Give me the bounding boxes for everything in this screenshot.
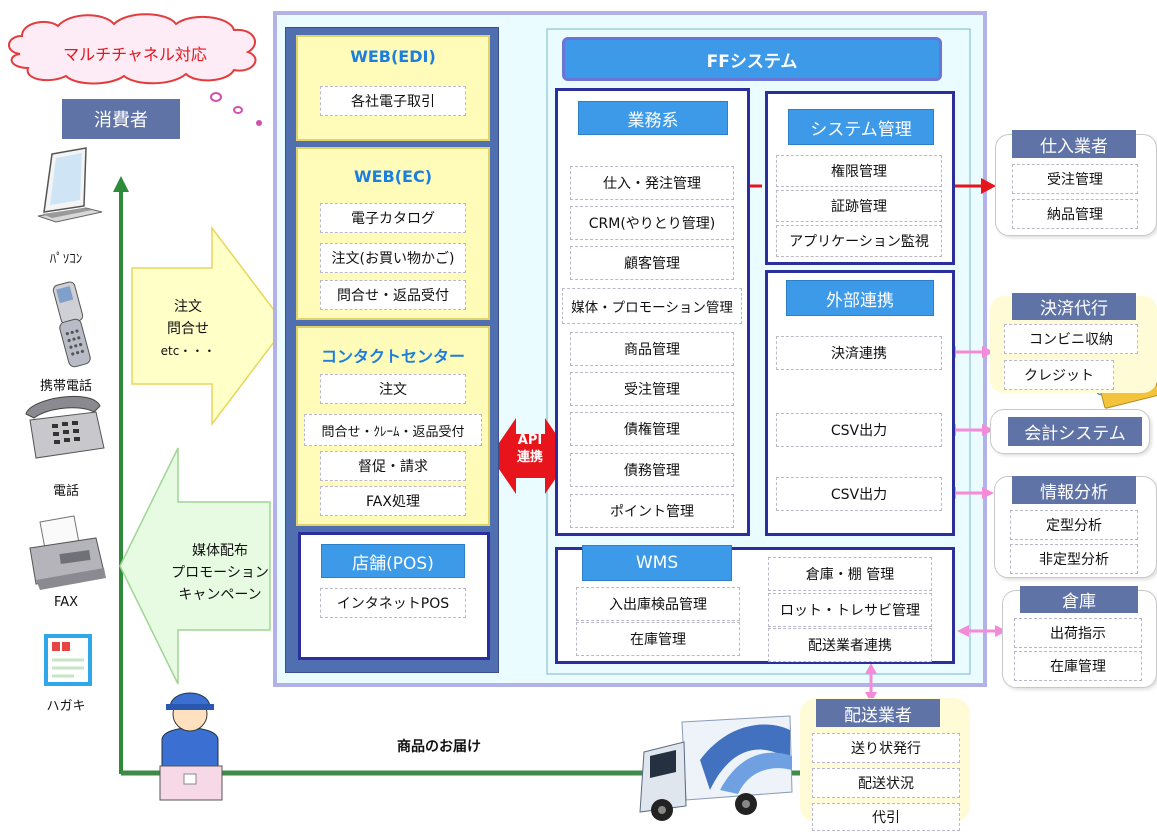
outbound-line: 媒体配布 — [192, 543, 248, 559]
contact-item-order: 注文 — [320, 374, 466, 404]
carrier-item-cod: 代引 — [812, 803, 960, 831]
pc-icon — [37, 147, 103, 223]
truck-icon — [639, 715, 793, 821]
accounting-title: 会計システム — [1008, 417, 1142, 446]
warehouse-title: 倉庫 — [1020, 586, 1138, 613]
contact-item-claims: 問合せ・ｸﾚｰﾑ・返品受付 — [304, 414, 482, 446]
pos-item-internet-pos: インタネットPOS — [320, 588, 466, 618]
warehouse-item-inventory: 在庫管理 — [1014, 651, 1142, 681]
business-item-crm: CRM(やりとり管理) — [570, 206, 734, 240]
pc-label: ﾊﾟｿｺﾝ — [49, 252, 83, 267]
business-item-product: 商品管理 — [570, 332, 734, 366]
cloud-label: マルチチャネル対応 — [63, 45, 207, 64]
wms-title: WMS — [582, 545, 732, 581]
business-item-promotion: 媒体・プロモーション管理 — [562, 288, 742, 324]
inbound-arrow — [131, 225, 287, 427]
warehouse-item-shipping: 出荷指示 — [1014, 618, 1142, 648]
api-label-line: API — [517, 433, 543, 448]
outbound-arrow-text: 媒体配布 プロモーション キャンペーン — [164, 540, 276, 606]
fax-label: FAX — [53, 595, 79, 610]
wms-item-inventory: 在庫管理 — [576, 622, 740, 656]
api-label: API 連携 — [510, 432, 550, 466]
contact-center-title: コンタクトセンター — [320, 347, 465, 366]
business-item-points: ポイント管理 — [570, 494, 734, 528]
payment-item-credit: クレジット — [1004, 360, 1114, 390]
external-item-csv-analysis: CSV出力 — [776, 477, 942, 511]
pink-connectors — [865, 346, 1007, 703]
api-arrow — [490, 418, 571, 494]
cloud-shape — [8, 13, 262, 126]
system-admin-title: システム管理 — [788, 109, 934, 145]
inbound-line: 問合せ — [167, 321, 209, 337]
outbound-arrow — [119, 447, 271, 685]
ff-system-title: FFシステム — [562, 37, 942, 81]
api-label-line: 連携 — [516, 450, 543, 465]
business-item-receivable: 債権管理 — [570, 412, 734, 446]
sysadmin-item-permissions: 権限管理 — [776, 155, 942, 187]
inbound-line: etc・・・ — [160, 344, 216, 358]
postcard-label: ハガキ — [46, 699, 86, 714]
supplier-item-orders: 受注管理 — [1012, 164, 1138, 194]
mobile-phone-icon — [52, 281, 91, 368]
carrier-item-status: 配送状況 — [812, 768, 960, 798]
wms-item-inbound-inspection: 入出庫検品管理 — [576, 587, 740, 621]
delivery-arrowhead — [113, 176, 129, 192]
carrier-item-waybill: 送り状発行 — [812, 733, 960, 763]
edi-item-electronic-trade: 各社電子取引 — [320, 86, 466, 116]
business-item-order: 受注管理 — [570, 372, 734, 406]
sysadmin-item-app-monitor: アプリケーション監視 — [776, 225, 942, 257]
outbound-line: プロモーション — [171, 565, 269, 581]
outbound-line: キャンペーン — [178, 587, 262, 603]
pos-title: 店舗(POS) — [321, 544, 465, 578]
ec-item-cart: 注文(お買い物かご) — [320, 243, 466, 273]
business-item-payable: 債務管理 — [570, 453, 734, 487]
inbound-arrow-text: 注文 問合せ etc・・・ — [134, 296, 242, 362]
payment-agent-title: 決済代行 — [1012, 293, 1136, 320]
wms-item-carrier-link: 配送業者連携 — [768, 628, 932, 662]
inbound-line: 注文 — [174, 299, 202, 315]
wms-item-lot-trace: ロット・トレサビ管理 — [768, 593, 932, 627]
wms-item-shelf: 倉庫・棚 管理 — [768, 557, 932, 591]
analysis-item-standard: 定型分析 — [1010, 510, 1138, 540]
delivery-label: 商品のお届け — [397, 739, 481, 755]
web-edi-title: WEB(EDI) — [350, 46, 436, 66]
sysadmin-item-audit: 証跡管理 — [776, 190, 942, 222]
fax-icon — [29, 515, 106, 590]
business-item-purchase: 仕入・発注管理 — [570, 166, 734, 200]
delivery-person-icon — [159, 692, 223, 801]
business-title: 業務系 — [578, 101, 728, 135]
external-item-csv-accounting: CSV出力 — [776, 413, 942, 447]
payment-item-convenience: コンビニ収納 — [1004, 324, 1138, 354]
web-ec-title: WEB(EC) — [353, 166, 433, 186]
carrier-title: 配送業者 — [816, 699, 940, 727]
business-item-customer: 顧客管理 — [570, 246, 734, 280]
mobile-phone-label: 携帯電話 — [39, 379, 92, 394]
contact-item-fax: FAX処理 — [320, 486, 466, 516]
telephone-icon — [25, 395, 105, 459]
supplier-item-delivery: 納品管理 — [1012, 199, 1138, 229]
analysis-item-adhoc: 非定型分析 — [1010, 544, 1138, 574]
consumer-title: 消費者 — [62, 99, 180, 139]
postcard-icon — [44, 634, 92, 686]
analysis-title: 情報分析 — [1012, 476, 1136, 504]
telephone-label: 電話 — [52, 484, 79, 499]
external-item-payment: 決済連携 — [776, 336, 942, 370]
contact-item-dunning: 督促・請求 — [320, 451, 466, 481]
supplier-title: 仕入業者 — [1012, 130, 1136, 158]
ec-item-inquiry: 問合せ・返品受付 — [320, 280, 466, 310]
ec-item-catalog: 電子カタログ — [320, 203, 466, 233]
external-title: 外部連携 — [786, 280, 934, 316]
